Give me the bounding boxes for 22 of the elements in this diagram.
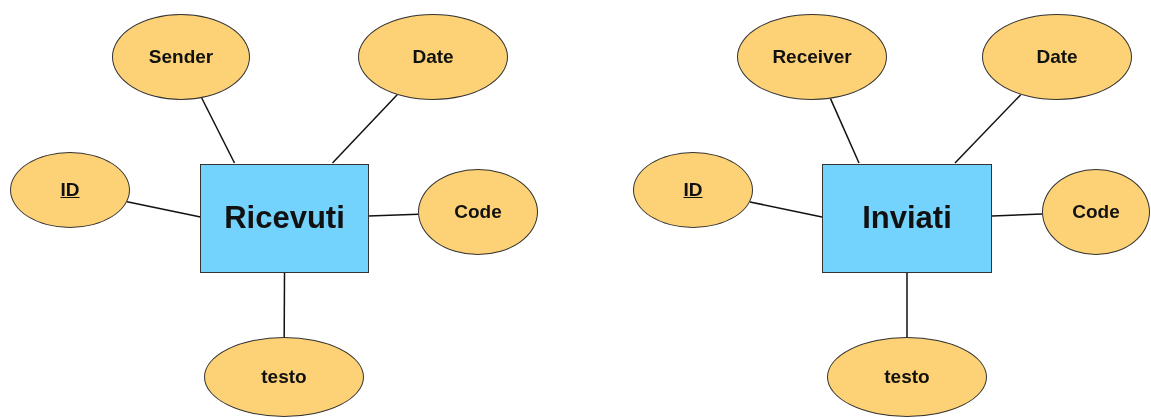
attribute-name: testo: [884, 364, 930, 389]
connector-line: [126, 201, 202, 218]
connector-line: [331, 94, 398, 164]
connector-line: [954, 93, 1022, 164]
attribute-name: ID: [60, 177, 80, 202]
attribute-name: Date: [412, 44, 454, 69]
attribute-name: Receiver: [772, 44, 852, 69]
connector-line: [906, 272, 908, 338]
entity-name: Ricevuti: [224, 198, 345, 237]
entity-box: [200, 163, 369, 273]
entity-name: Inviati: [862, 198, 952, 237]
attribute-name: testo: [261, 364, 307, 389]
attribute-name: Code: [454, 199, 502, 224]
connector-line: [749, 201, 823, 218]
attribute-name: Code: [1072, 199, 1120, 224]
entity-box: [822, 163, 992, 273]
connector-line: [367, 213, 419, 217]
attribute-name: ID: [683, 177, 703, 202]
attribute-name: Sender: [148, 44, 214, 69]
connector-line: [283, 272, 286, 338]
connector-line: [991, 213, 1043, 217]
attribute-name: Date: [1036, 44, 1078, 69]
